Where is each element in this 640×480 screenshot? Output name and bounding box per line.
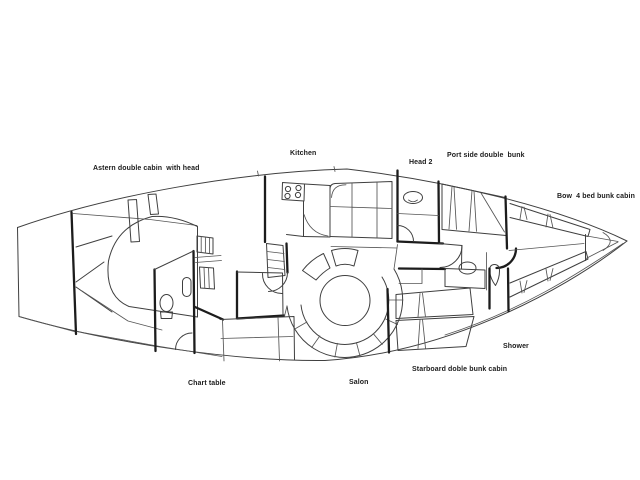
label-starboard-cabin: Starboard doble bunk cabin (412, 366, 507, 373)
label-shower: Shower (503, 343, 529, 350)
shower-door-arc (439, 245, 463, 268)
bow-cabin (508, 203, 619, 298)
head2-door-arc (397, 225, 414, 242)
shower-room (397, 245, 500, 310)
shower-sink (458, 261, 477, 275)
companionway-steps (266, 243, 286, 278)
label-head-2: Head 2 (409, 159, 433, 166)
label-port-bunk: Port side double bunk (447, 152, 525, 159)
hull-outline (17, 166, 628, 362)
label-astern-cabin: Astern double cabin with head (93, 165, 199, 172)
aft-head-sink (182, 277, 192, 297)
port-bunk-cabin (441, 183, 518, 313)
mid-port-berth (329, 181, 398, 249)
chart-table-area (193, 235, 295, 362)
label-kitchen: Kitchen (290, 150, 316, 157)
salon-table (319, 275, 371, 326)
salon-chair (302, 253, 331, 281)
galley (263, 175, 331, 292)
salon (284, 244, 404, 358)
aft-double-bed (107, 215, 198, 318)
room-labels: Astern double cabin with head Kitchen He… (93, 150, 635, 387)
head-2 (396, 169, 463, 269)
starboard-cabin (386, 287, 475, 354)
salon-chair (331, 248, 359, 267)
aft-cabin (70, 193, 223, 357)
chart-table-desk (235, 270, 286, 320)
label-chart-table: Chart table (188, 380, 226, 387)
shower-toilet (489, 264, 500, 286)
settee-inner (300, 276, 390, 345)
aft-toilet (159, 294, 174, 312)
label-salon: Salon (349, 379, 369, 386)
aft-head-door-arc (175, 332, 193, 350)
settee-outer (286, 268, 404, 358)
aft-head (153, 249, 196, 355)
bow-cabin-door-arc (495, 247, 518, 270)
label-bow-cabin: Bow 4 bed bunk cabin (557, 193, 635, 200)
chart-seat (261, 273, 283, 295)
head2-sink (403, 191, 423, 204)
